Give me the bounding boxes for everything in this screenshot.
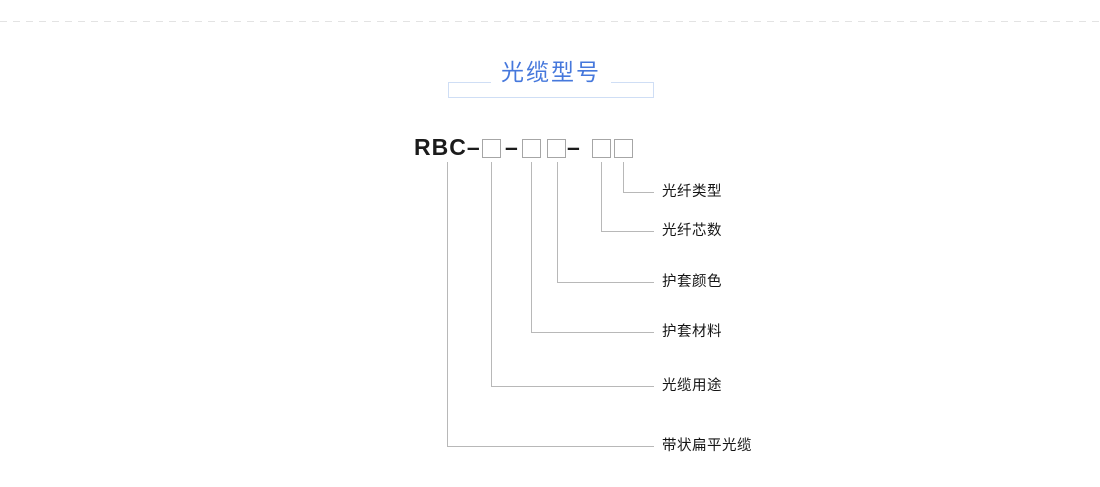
connector-horizontal-fiber-type: [623, 192, 654, 193]
callout-label-jacket-material: 护套材料: [662, 324, 722, 340]
connector-vertical-jacket-material: [531, 162, 532, 332]
connector-vertical-jacket-color: [557, 162, 558, 282]
callout-label-ribbon-flat-cable: 带状扁平光缆: [662, 438, 752, 454]
callout-label-fiber-type: 光纤类型: [662, 184, 722, 200]
connector-vertical-cable-usage: [491, 162, 492, 386]
connector-horizontal-fiber-count: [601, 231, 654, 232]
callout-label-jacket-color: 护套颜色: [662, 274, 722, 290]
connector-horizontal-jacket-material: [531, 332, 654, 333]
code-box-jacket-material: [522, 139, 541, 158]
section-title-frame: 光缆型号: [448, 60, 654, 98]
model-code-prefix: RBC–: [414, 134, 481, 160]
connector-vertical-fiber-count: [601, 162, 602, 231]
code-separator: –: [567, 134, 580, 160]
code-box-fiber-count: [592, 139, 611, 158]
code-box-fiber-type: [614, 139, 633, 158]
callout-label-fiber-count: 光纤芯数: [662, 223, 722, 239]
connector-vertical-ribbon-cable: [447, 162, 448, 446]
connector-horizontal-cable-usage: [491, 386, 654, 387]
section-title: 光缆型号: [491, 60, 611, 85]
code-separator: –: [505, 134, 518, 160]
connector-horizontal-jacket-color: [557, 282, 654, 283]
code-box-cable-usage: [482, 139, 501, 158]
dashed-divider: [0, 21, 1100, 22]
callout-label-cable-usage: 光缆用途: [662, 378, 722, 394]
connector-vertical-fiber-type: [623, 162, 624, 192]
connector-horizontal-ribbon-cable: [447, 446, 654, 447]
code-box-jacket-color: [547, 139, 566, 158]
